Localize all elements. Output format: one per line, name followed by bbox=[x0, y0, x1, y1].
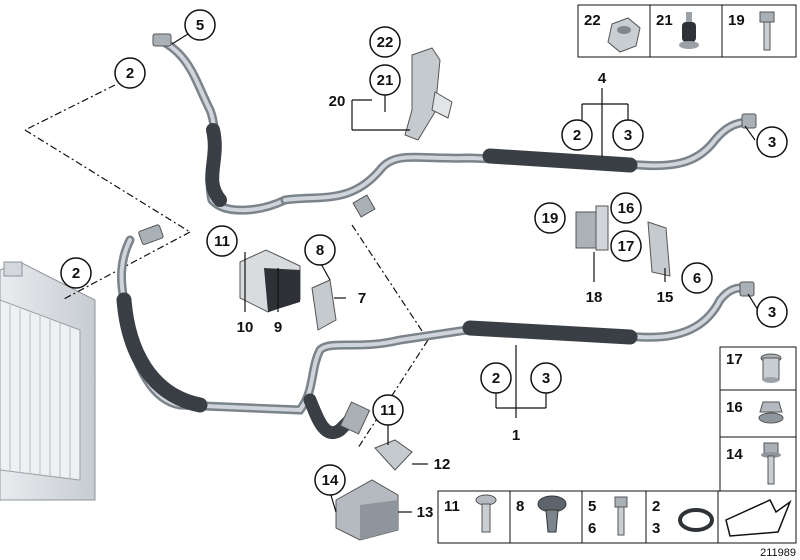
callout-3-right-lower: 3 bbox=[768, 304, 776, 321]
callout-10: 10 bbox=[237, 319, 254, 336]
callout-4: 4 bbox=[598, 70, 607, 87]
callout-16-mid: 16 bbox=[618, 200, 635, 217]
callout-11-bottom: 11 bbox=[380, 402, 396, 419]
callout-19-mid: 19 bbox=[542, 210, 559, 227]
expanding-rivet-icon bbox=[537, 495, 567, 533]
table-bottom-6: 6 bbox=[588, 520, 596, 537]
callout-9: 9 bbox=[274, 319, 282, 336]
bracket-20 bbox=[404, 47, 453, 141]
table-bottom-8: 8 bbox=[516, 498, 524, 515]
table-top-21: 21 bbox=[656, 12, 673, 29]
clip-9 bbox=[239, 249, 301, 313]
callout-6: 6 bbox=[693, 270, 701, 287]
clip-12 bbox=[374, 439, 413, 471]
parts-table-top: 22 21 19 bbox=[577, 4, 797, 58]
upper-pipe-main bbox=[280, 113, 757, 218]
bracket-13 bbox=[335, 479, 399, 541]
table-right-14: 14 bbox=[726, 446, 743, 463]
hex-bolt-icon bbox=[759, 11, 775, 51]
parts-table-right: 17 16 14 bbox=[719, 346, 797, 492]
callout-2-upper: 2 bbox=[573, 127, 581, 144]
callout-2-lower: 2 bbox=[492, 370, 500, 387]
callout-13: 13 bbox=[417, 504, 434, 521]
table-top-22: 22 bbox=[584, 12, 601, 29]
callout-11-left: 11 bbox=[214, 233, 230, 250]
hex-nut-icon bbox=[607, 17, 641, 53]
callout-1: 1 bbox=[512, 427, 520, 444]
table-bottom-5: 5 bbox=[588, 498, 596, 515]
callout-17-mid: 17 bbox=[618, 238, 635, 255]
parts-table-bottom: 11 8 5 6 2 3 bbox=[437, 490, 797, 544]
clip-18 bbox=[575, 205, 609, 251]
callout-3-right-upper: 3 bbox=[768, 134, 776, 151]
table-right-16: 16 bbox=[726, 399, 743, 416]
callout-3-upper: 3 bbox=[624, 127, 632, 144]
table-bottom-2: 2 bbox=[652, 498, 660, 515]
callout-7: 7 bbox=[358, 290, 366, 307]
callout-14-bottom: 14 bbox=[322, 472, 339, 489]
spacer-sleeve-icon bbox=[760, 353, 782, 383]
callout-12: 12 bbox=[434, 456, 451, 473]
clip-7 bbox=[311, 279, 337, 331]
lower-pipe bbox=[116, 224, 755, 439]
callout-2-left: 2 bbox=[72, 265, 80, 282]
callout-21-bracket: 21 bbox=[377, 72, 394, 89]
diagram-id-label: 211989 bbox=[760, 547, 796, 559]
callout-18: 18 bbox=[586, 289, 603, 306]
table-right-17: 17 bbox=[726, 351, 743, 368]
table-top-19: 19 bbox=[728, 12, 745, 29]
callout-circles bbox=[60, 9, 788, 496]
o-ring-icon bbox=[678, 508, 714, 532]
direction-arrow-icon bbox=[725, 499, 792, 537]
callout-8: 8 bbox=[316, 242, 324, 259]
flange-nut-icon bbox=[758, 401, 784, 424]
radiator-illustration bbox=[0, 261, 96, 501]
upper-pipe-left bbox=[152, 33, 290, 215]
table-bottom-11: 11 bbox=[444, 498, 460, 515]
callout-5: 5 bbox=[196, 17, 204, 34]
callout-3-lower: 3 bbox=[542, 370, 550, 387]
screw-icon bbox=[475, 494, 497, 533]
table-bottom-3: 3 bbox=[652, 520, 660, 537]
callout-20: 20 bbox=[329, 93, 346, 110]
callout-22-bracket: 22 bbox=[377, 34, 394, 51]
callout-15: 15 bbox=[657, 289, 674, 306]
rubber-mount-icon bbox=[679, 12, 699, 49]
clip-15 bbox=[647, 221, 671, 277]
callout-2-top: 2 bbox=[126, 65, 134, 82]
leader-lines bbox=[24, 84, 429, 449]
bolt-icon bbox=[614, 496, 628, 536]
collar-bolt-icon bbox=[761, 442, 781, 485]
